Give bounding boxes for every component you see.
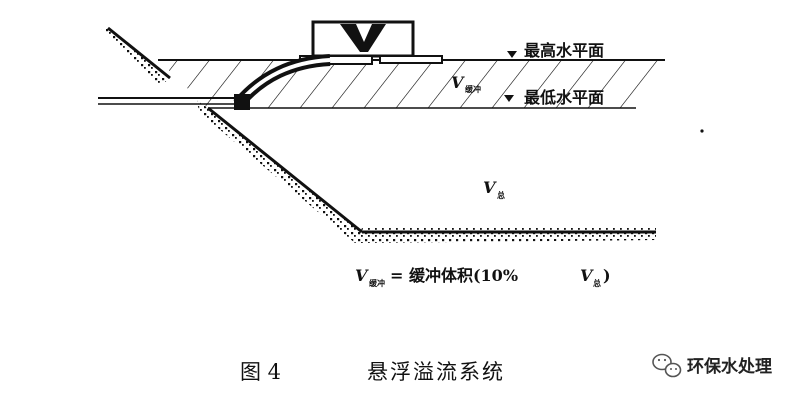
wechat-icon bbox=[652, 353, 682, 378]
buffer-volume-legend: V 缓冲 = 缓冲体积(10% V 总 ) bbox=[355, 266, 611, 288]
min-level-label: 最低水平面 bbox=[524, 88, 604, 107]
watermark-text: 环保水处理 bbox=[687, 356, 772, 377]
legend-close-paren: ) bbox=[603, 266, 611, 285]
stray-dot bbox=[700, 129, 704, 133]
legend-equation-text: = 缓冲体积(10% bbox=[390, 266, 518, 285]
legend-v-subscript: 缓冲 bbox=[369, 278, 385, 288]
v-buffer-symbol: V bbox=[451, 73, 465, 92]
figure-caption: 图 4 悬浮溢流系统 bbox=[240, 360, 505, 384]
v-buffer-subscript: 缓冲 bbox=[465, 84, 481, 94]
legend-rhs-v-subscript: 总 bbox=[593, 278, 601, 288]
max-level-label: 最高水平面 bbox=[524, 41, 604, 60]
pipe-joint bbox=[234, 94, 250, 110]
figure-number: 图 4 bbox=[240, 360, 281, 384]
float-weir-icon bbox=[340, 24, 386, 52]
watermark: 环保水处理 bbox=[652, 353, 772, 378]
v-main-subscript: 总 bbox=[497, 190, 505, 200]
legend-v-symbol: V bbox=[355, 266, 369, 285]
max-level-triangle-icon bbox=[507, 51, 517, 58]
legend-rhs-v-symbol: V bbox=[580, 266, 594, 285]
water-level-markers: 最高水平面 最低水平面 bbox=[504, 41, 604, 107]
floating-overflow-unit bbox=[233, 20, 443, 110]
v-main-symbol: V bbox=[483, 178, 497, 197]
figure-title: 悬浮溢流系统 bbox=[367, 360, 505, 384]
min-level-triangle-icon bbox=[504, 95, 514, 102]
volume-labels: V 缓冲 V 总 bbox=[451, 73, 505, 200]
float-pontoon-right bbox=[379, 55, 443, 64]
embankment bbox=[100, 26, 656, 243]
